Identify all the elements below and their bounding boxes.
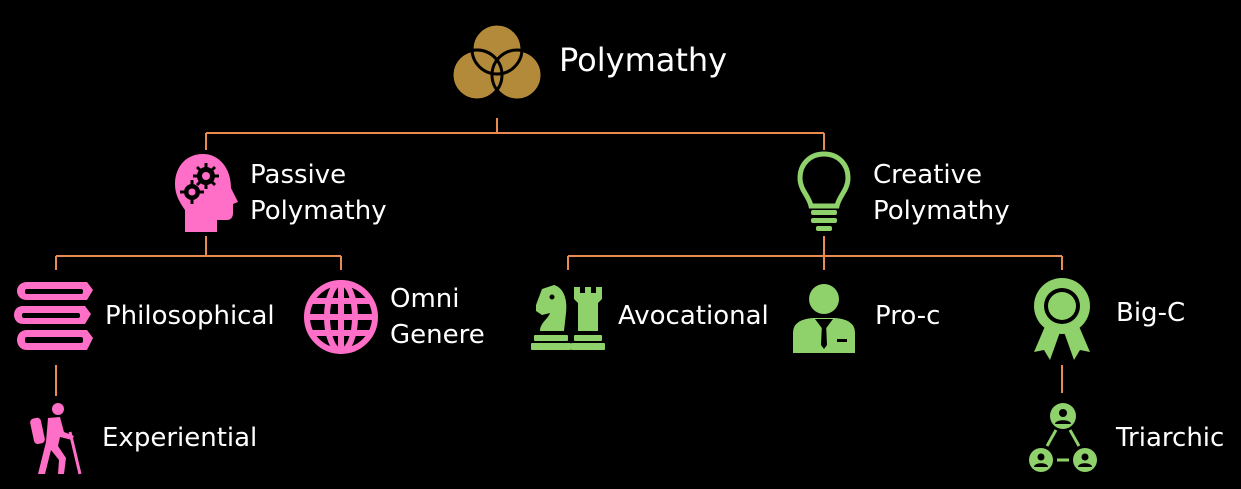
hiker-icon xyxy=(30,403,82,475)
chess-pieces-icon xyxy=(531,285,605,350)
businessman-icon xyxy=(793,284,855,353)
experiential-label: Experiential xyxy=(102,423,258,453)
creative-polymathy-label: Creative Polymathy xyxy=(873,160,1010,226)
passive-polymathy-label: Passive Polymathy xyxy=(250,160,387,226)
big-c-label: Big-C xyxy=(1116,298,1186,328)
root-label: Polymathy xyxy=(559,41,728,79)
books-icon xyxy=(14,282,93,350)
triarchic-label: Triarchic xyxy=(1116,423,1225,453)
people-network-icon xyxy=(1029,403,1097,472)
lightbulb-icon xyxy=(797,151,851,231)
avocational-label: Avocational xyxy=(618,301,769,331)
pro-c-label: Pro-c xyxy=(875,301,941,331)
philosophical-label: Philosophical xyxy=(105,301,275,331)
globe-icon xyxy=(304,280,378,354)
omni-genere-label: Omni Genere xyxy=(390,284,485,350)
head-gears-icon xyxy=(175,154,238,232)
venn-circles-icon xyxy=(450,22,544,102)
award-ribbon-icon xyxy=(1034,278,1090,360)
